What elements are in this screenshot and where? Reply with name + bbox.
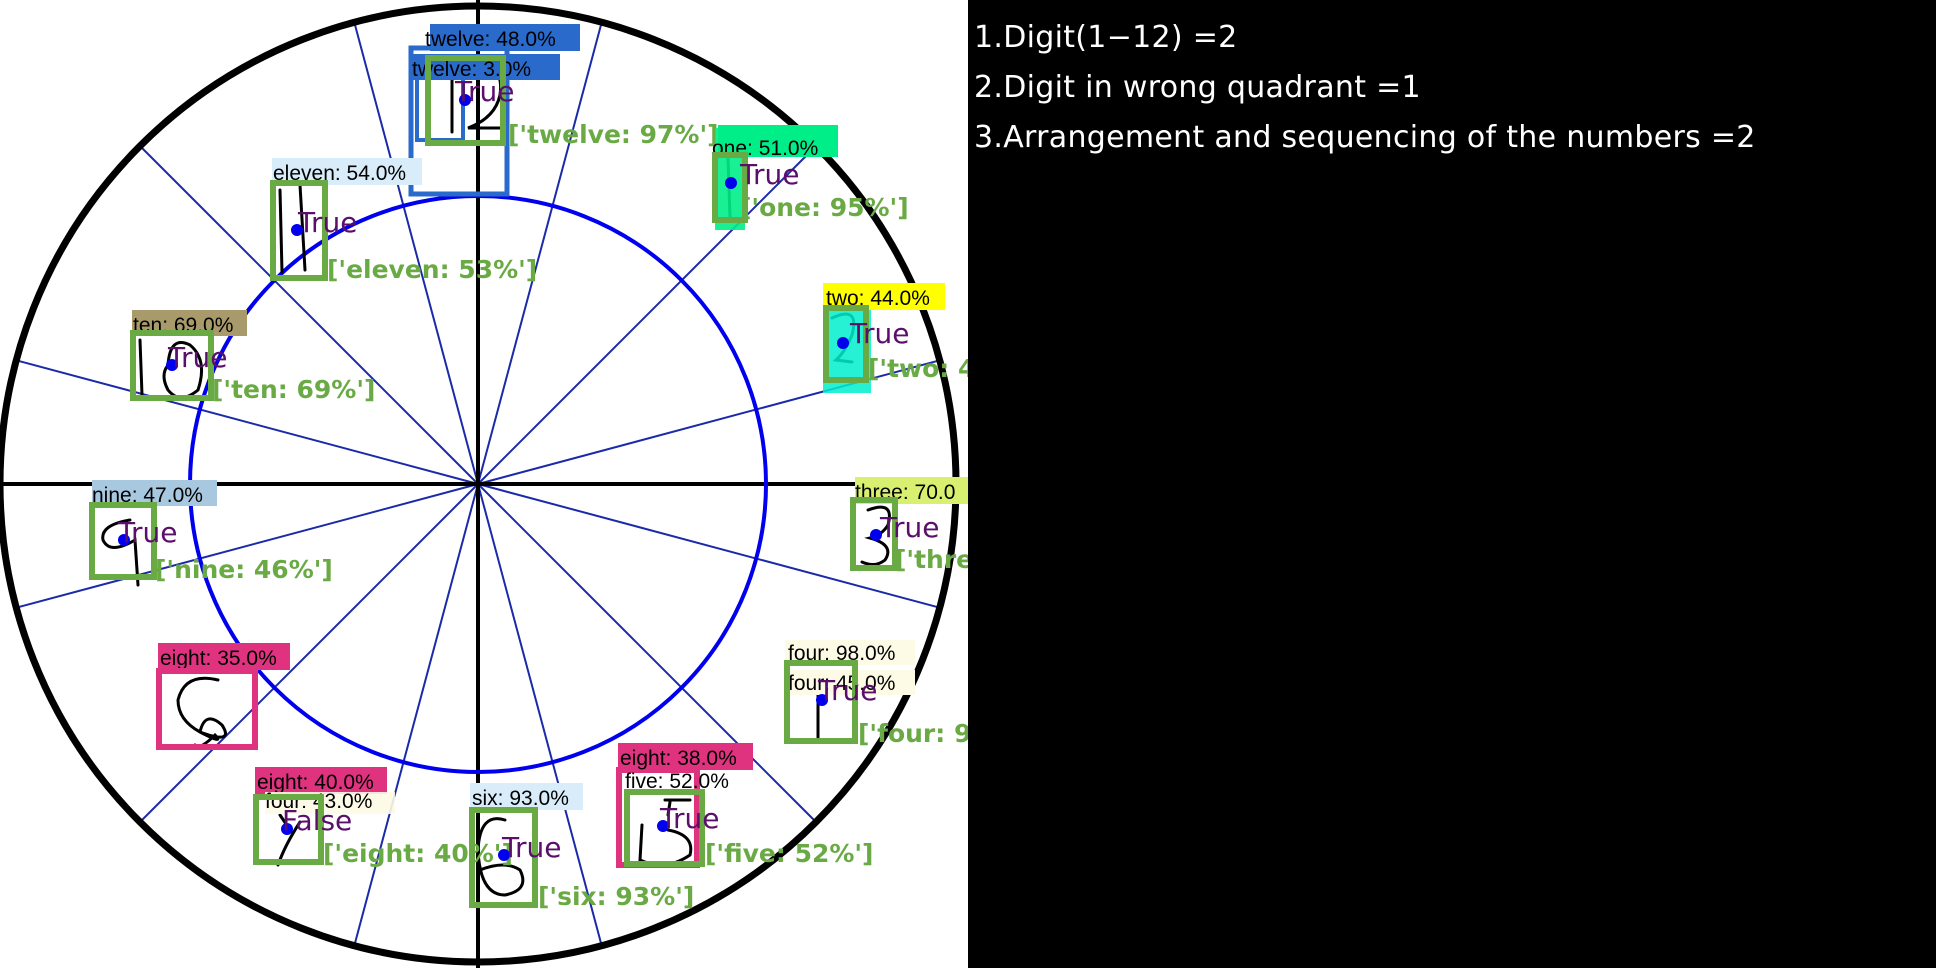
center-dot-eight-b <box>281 823 293 835</box>
result-digit-count: 1.Digit(1−12) =2 <box>974 20 1238 55</box>
match-box-ten <box>130 330 214 401</box>
center-dot-five <box>657 820 669 832</box>
cls-ten: ['ten: 69%'] <box>212 375 375 404</box>
match-box-five <box>624 789 705 867</box>
label-bg-eight-b <box>255 767 387 794</box>
label-nine: nine: 47.0% <box>92 484 203 507</box>
match-box-three <box>850 497 898 571</box>
match-box-twelve <box>425 55 506 146</box>
spoke-line <box>16 359 479 485</box>
label-five: five: 52.0% <box>625 770 729 793</box>
tf-four: True <box>817 674 877 707</box>
cls-two: ['two: 43 <box>868 354 968 383</box>
center-dot-eleven <box>291 224 303 236</box>
tf-five: True <box>659 802 719 835</box>
center-dot-two <box>837 337 849 349</box>
label-eight-b: eight: 40.0% <box>257 771 374 794</box>
clock-drawing: twelve: 48.0% twelve: 3.0% True ['twelve… <box>0 0 968 968</box>
match-box-eleven <box>270 180 328 281</box>
tf-eleven: True <box>297 206 357 239</box>
center-dot-ten <box>166 359 178 371</box>
tf-two: True <box>849 317 909 350</box>
digit-six-stroke <box>476 817 525 897</box>
spoke-line <box>353 483 479 946</box>
spoke-line <box>477 483 940 609</box>
label-eleven: eleven: 54.0% <box>273 162 406 185</box>
label-bg-nine <box>92 480 217 506</box>
match-box-nine <box>89 502 157 580</box>
digit-eleven-stroke <box>278 183 307 274</box>
center-dot-six <box>498 849 510 861</box>
tf-ten: True <box>167 341 227 374</box>
results-panel: 1.Digit(1−12) =2 2.Digit in wrong quadra… <box>968 0 1936 968</box>
label-four-b: four: 45.0% <box>788 672 895 695</box>
result-arrangement: 3.Arrangement and sequencing of the numb… <box>974 120 1756 155</box>
label-bg-one <box>718 125 838 157</box>
spoke-line <box>139 145 479 485</box>
label-bg-four-b <box>785 670 915 695</box>
cls-eight-b: ['eight: 40%'] <box>323 839 513 868</box>
label-bg-eight-a <box>158 643 290 670</box>
cls-nine: ['nine: 46%'] <box>155 555 333 584</box>
center-dot-twelve <box>459 94 471 106</box>
match-box-two <box>823 305 869 383</box>
label-six: six: 93.0% <box>472 787 569 810</box>
match-box-four <box>784 660 858 744</box>
cls-eleven: ['eleven: 53%'] <box>327 255 537 284</box>
spoke-line <box>16 483 479 609</box>
tf-nine: True <box>117 516 177 549</box>
tf-three: True <box>879 511 939 544</box>
cls-three: ['thre <box>895 545 968 574</box>
center-dot-nine <box>118 534 130 546</box>
tf-eight-b: False <box>282 804 352 837</box>
center-dot-three <box>870 529 882 541</box>
label-two: two: 44.0% <box>826 287 930 310</box>
label-bg-six <box>470 783 583 810</box>
match-box-six <box>469 807 538 908</box>
detection-box-eight-a <box>156 668 258 750</box>
center-dot-one <box>725 177 737 189</box>
cls-twelve: ['twelve: 97%'] <box>508 120 719 149</box>
clock-analysis-panel: twelve: 48.0% twelve: 3.0% True ['twelve… <box>0 0 968 968</box>
tf-six: True <box>501 831 561 864</box>
match-box-one <box>712 152 748 223</box>
spoke-line <box>477 145 817 485</box>
label-bg-eight-c <box>618 743 753 770</box>
tf-one: True <box>739 158 799 191</box>
spoke-line <box>353 22 479 485</box>
cls-five: ['five: 52%'] <box>705 839 873 868</box>
spoke-line <box>477 483 817 823</box>
cls-one: ['one: 95%'] <box>740 193 909 222</box>
digit-three-stroke <box>860 505 891 567</box>
label-twelve-a: twelve: 48.0% <box>425 28 556 51</box>
spoke-line <box>477 22 603 485</box>
label-eight-a: eight: 35.0% <box>160 647 277 670</box>
label-four-a: four: 98.0% <box>788 642 895 665</box>
radial-spokes <box>16 22 940 946</box>
digit-ten-stroke <box>138 338 204 399</box>
result-wrong-quadrant: 2.Digit in wrong quadrant =1 <box>974 70 1421 105</box>
cls-four: ['four: 98 <box>858 719 968 748</box>
label-bg-twelve-a <box>430 24 580 51</box>
spoke-line <box>139 483 479 823</box>
center-dot-four <box>816 694 828 706</box>
detection-overlays: twelve: 48.0% twelve: 3.0% True ['twelve… <box>89 24 968 911</box>
cls-six: ['six: 93%'] <box>538 882 694 911</box>
match-box-eight-b <box>253 794 324 865</box>
label-eight-c: eight: 38.0% <box>620 747 737 770</box>
tf-twelve: True <box>454 75 514 108</box>
spoke-line <box>477 483 603 946</box>
digit-eight-a-stroke <box>176 676 227 748</box>
